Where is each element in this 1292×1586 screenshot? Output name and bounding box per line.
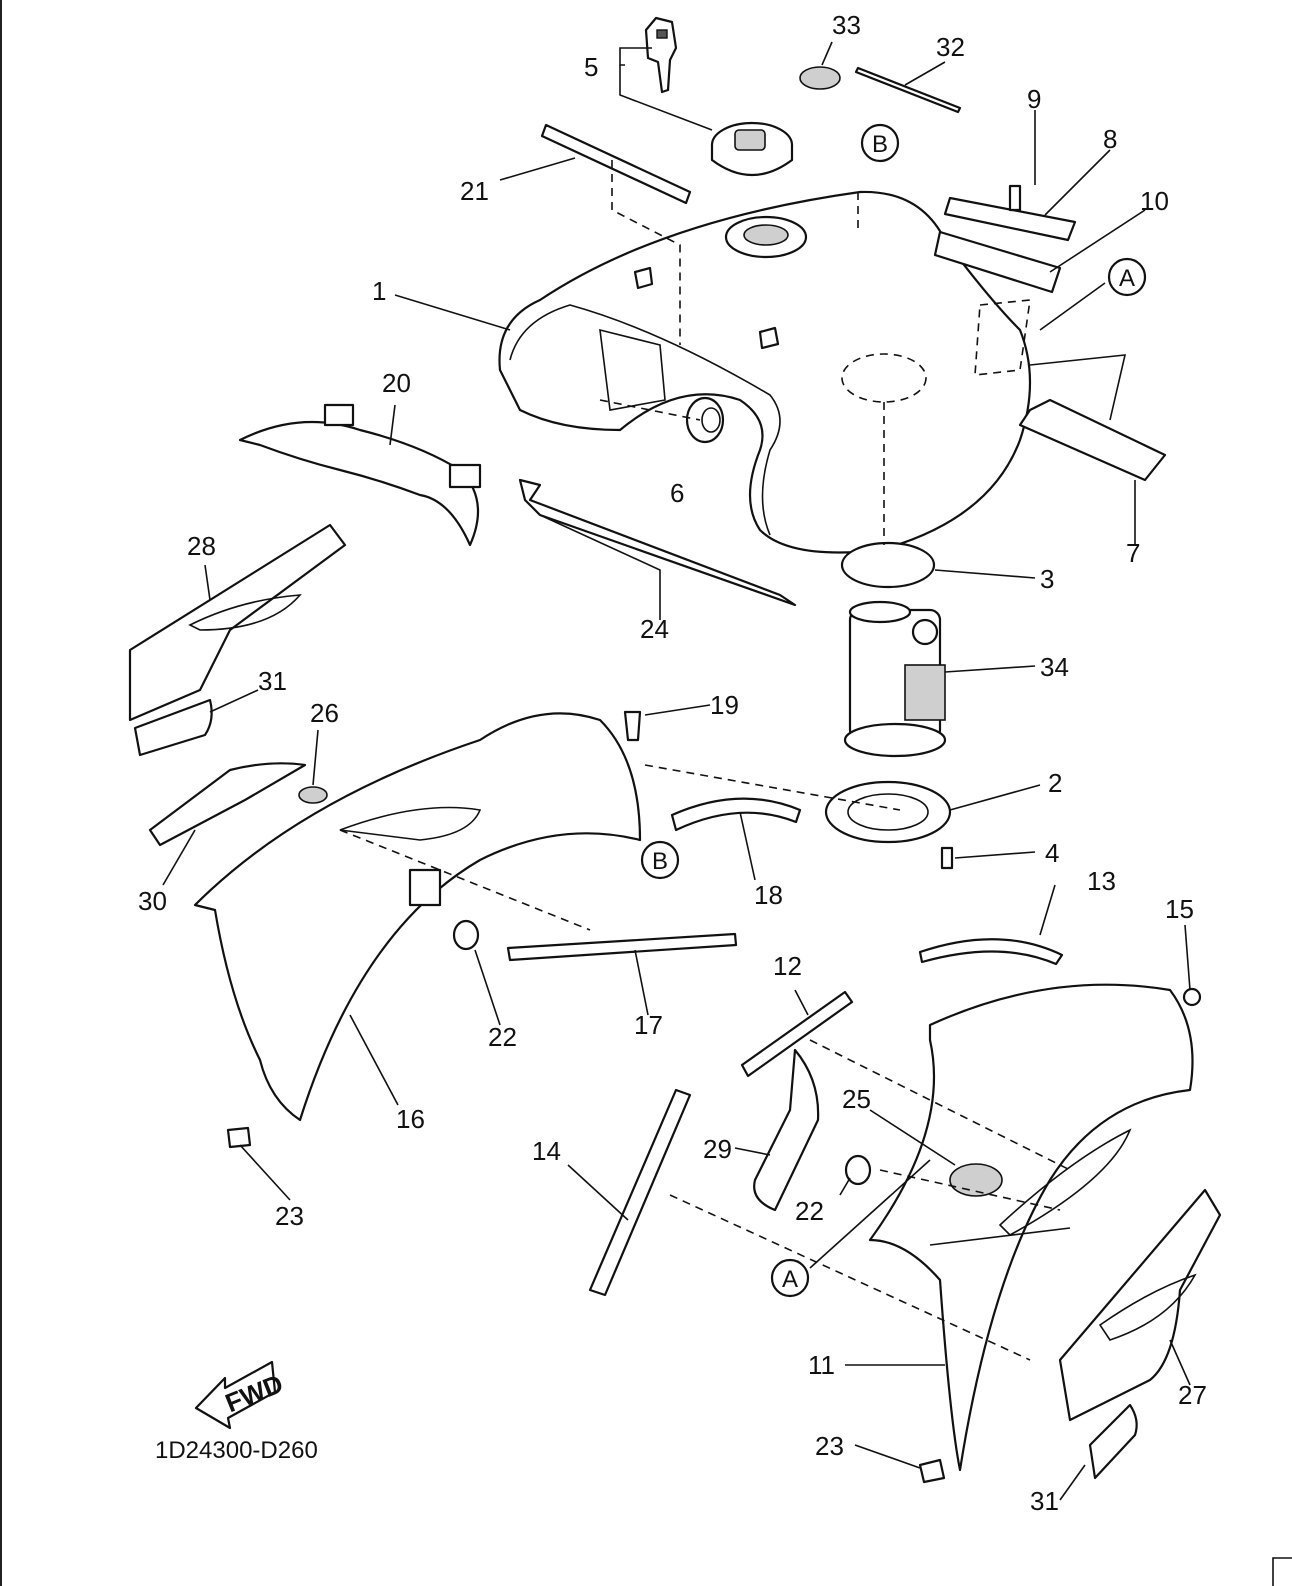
- callout-31-left: 31: [258, 666, 287, 696]
- part-damper-10: [933, 230, 1062, 294]
- part-decal-28: [128, 523, 347, 722]
- part-grommet-6: [685, 396, 725, 444]
- part-small-emblem: [799, 66, 841, 90]
- part-strip-29: [753, 1048, 820, 1212]
- part-grommet-22-right: [844, 1154, 872, 1186]
- part-bolt-19: [623, 710, 642, 742]
- callout-20: 20: [382, 368, 411, 398]
- callout-4: 4: [1045, 838, 1059, 868]
- part-bolt-23-left: [226, 1126, 252, 1149]
- callout-8: 8: [1103, 124, 1117, 154]
- callout-21: 21: [460, 176, 489, 206]
- part-fuel-pump: [843, 600, 947, 758]
- corner-mark: [1272, 1557, 1292, 1586]
- part-bolt-4: [940, 846, 954, 870]
- callout-29: 29: [703, 1134, 732, 1164]
- callout-11: 11: [808, 1350, 835, 1380]
- part-side-cover-left: [193, 712, 642, 1122]
- part-cover-20: [238, 420, 480, 547]
- leader-lines: [162, 41, 1191, 1501]
- callout-22-left: 22: [488, 1022, 517, 1052]
- callout-6: 6: [670, 478, 684, 508]
- part-thin-strip: [854, 66, 962, 114]
- part-fuel-tank: [498, 190, 1032, 554]
- part-cover-20-tab-b: [448, 463, 482, 489]
- part-small-decal-31-left: [133, 698, 213, 757]
- part-strip-13: [918, 938, 1064, 966]
- callout-25: 25: [842, 1084, 871, 1114]
- callout-24: 24: [640, 614, 669, 644]
- callout-7: 7: [1126, 538, 1140, 568]
- part-bolt-9: [1008, 184, 1022, 212]
- fwd-arrow-icon: FWD: [194, 1360, 287, 1430]
- callout-labels: 1 2 3 4 5 6 7 8 9 10 11 12 13 14 15 16 1…: [138, 10, 1207, 1516]
- assembly-dashed-lines: [339, 160, 1071, 1361]
- callout-15: 15: [1165, 894, 1194, 924]
- part-key: [644, 16, 678, 94]
- callout-27: 27: [1178, 1380, 1207, 1410]
- part-grommet-22-left: [452, 919, 480, 951]
- part-strip-12: [740, 990, 854, 1078]
- callout-31-right: 31: [1030, 1486, 1059, 1516]
- callout-12: 12: [773, 951, 802, 981]
- callout-10: 10: [1140, 186, 1169, 216]
- document-code: 1D24300-D260: [155, 1437, 318, 1464]
- callout-33: 33: [832, 10, 861, 40]
- callout-34: 34: [1040, 652, 1069, 682]
- part-fuel-cap: [710, 121, 794, 177]
- ref-mark-a-bottom: A: [782, 1266, 798, 1293]
- reference-marks: B A B A: [640, 123, 1147, 1298]
- part-damper-7: [1018, 398, 1167, 482]
- part-mounting-plate: [824, 780, 952, 844]
- part-strip-14: [588, 1088, 692, 1297]
- part-side-cover-right: [868, 983, 1194, 1472]
- callout-3: 3: [1040, 564, 1054, 594]
- part-decal-30: [148, 762, 307, 847]
- callout-2: 2: [1048, 768, 1062, 798]
- callout-14: 14: [532, 1136, 561, 1166]
- ref-mark-a-top: A: [1119, 265, 1135, 292]
- callout-13: 13: [1087, 866, 1116, 896]
- callout-23-left: 23: [275, 1201, 304, 1231]
- callout-17: 17: [634, 1010, 663, 1040]
- callout-16: 16: [396, 1104, 425, 1134]
- callout-32: 32: [936, 32, 965, 62]
- callout-23-right: 23: [815, 1431, 844, 1461]
- callout-26: 26: [310, 698, 339, 728]
- callout-28: 28: [187, 531, 216, 561]
- part-strip-17: [506, 932, 738, 962]
- callout-18: 18: [754, 880, 783, 910]
- part-strip-18: [670, 797, 802, 832]
- part-clip: [408, 868, 442, 907]
- part-strip-24: [518, 478, 797, 607]
- part-rubber-strip-21: [540, 123, 692, 205]
- part-bolt-15: [1182, 987, 1202, 1007]
- part-cover-20-tab-a: [323, 403, 355, 427]
- ref-mark-b-top: B: [872, 131, 888, 158]
- part-bolt-23-right: [918, 1458, 946, 1484]
- part-bracket-8: [943, 196, 1077, 242]
- callout-9: 9: [1027, 84, 1041, 114]
- callout-19: 19: [710, 690, 739, 720]
- ref-mark-b-mid: B: [652, 848, 668, 875]
- callout-30: 30: [138, 886, 167, 916]
- part-gasket-3: [840, 541, 936, 589]
- callout-22-right: 22: [795, 1196, 824, 1226]
- part-small-decal-31-right: [1088, 1403, 1138, 1480]
- callout-5: 5: [584, 52, 598, 82]
- callout-1: 1: [372, 276, 386, 306]
